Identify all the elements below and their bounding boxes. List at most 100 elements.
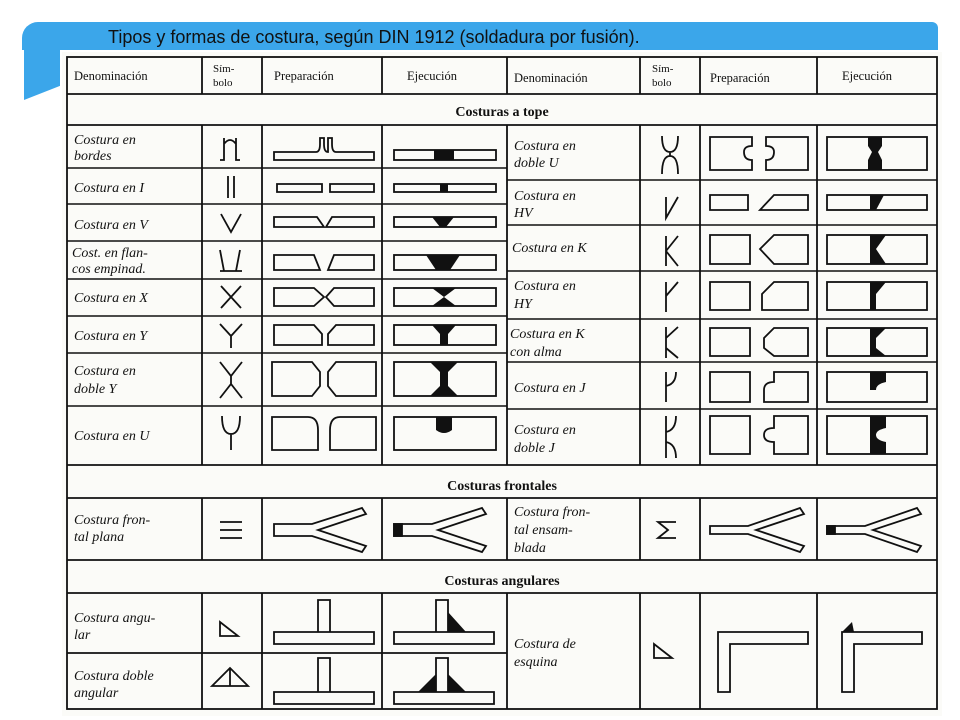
label-K-alma-2: con alma bbox=[510, 345, 562, 360]
label-angular-2: lar bbox=[74, 628, 91, 643]
slide-title-bar bbox=[22, 22, 938, 50]
label-doble-angular-1: Costura doble bbox=[74, 669, 154, 684]
steep-seam-icon bbox=[219, 249, 242, 272]
label-doble-Y-2: doble Y bbox=[74, 382, 119, 397]
tope-left-labels: Costura en bordes Costura en I Costura e… bbox=[72, 133, 150, 444]
double-u-seam-icon bbox=[661, 135, 679, 175]
tope-left-preparacion bbox=[271, 137, 377, 451]
label-doble-U-2: doble U bbox=[514, 156, 560, 171]
label-doble-J-2: doble J bbox=[514, 441, 556, 456]
label-costura-X: Costura en X bbox=[74, 291, 148, 306]
prep-double-fillet bbox=[273, 657, 375, 705]
k-seam-icon bbox=[665, 235, 679, 267]
prep-bordes bbox=[273, 137, 375, 161]
header-ejecucion-left: Ejecución bbox=[407, 69, 458, 83]
exec-double-fillet bbox=[393, 657, 495, 705]
slide-title: Tipos y formas de costura, según DIN 191… bbox=[108, 27, 640, 47]
angulares-drawings bbox=[273, 599, 923, 705]
tope-column-dividers bbox=[201, 57, 818, 465]
angulares-column-dividers bbox=[67, 593, 818, 709]
v-seam-icon bbox=[220, 213, 242, 234]
exec-fillet bbox=[393, 599, 495, 645]
label-flancos-2: cos empinad. bbox=[72, 262, 146, 277]
tope-right-labels: Costura en doble U Costura en HV Costura… bbox=[510, 139, 587, 456]
header-denominacion-right: Denominación bbox=[514, 71, 588, 85]
frontales-labels: Costura fron- tal plana Costura fron- ta… bbox=[74, 505, 590, 556]
prep-U bbox=[271, 416, 377, 451]
prep-doubleY bbox=[271, 361, 377, 397]
label-costura-Y: Costura en Y bbox=[74, 329, 149, 344]
frontales-column-dividers bbox=[201, 498, 818, 560]
header-simbolo-left-1: Sím- bbox=[213, 63, 235, 75]
x-seam-icon bbox=[220, 285, 242, 309]
prep-frontal-plana bbox=[273, 506, 368, 554]
flat-frontal-icon bbox=[220, 521, 242, 539]
label-costura-V: Costura en V bbox=[74, 218, 149, 233]
double-fillet-icon bbox=[209, 666, 251, 687]
k-alma-seam-icon bbox=[665, 326, 679, 359]
label-doble-Y-1: Costura en bbox=[74, 364, 136, 379]
tope-left-ejecucion bbox=[393, 149, 497, 451]
header-denominacion-left: Denominación bbox=[74, 69, 148, 83]
header-preparacion-right: Preparación bbox=[710, 71, 770, 85]
prep-HV bbox=[709, 194, 809, 211]
header-simbolo-right-2: bolo bbox=[652, 77, 672, 89]
label-frontal-ensamblada-1: Costura fron- bbox=[514, 505, 590, 520]
section-title-tope: Costuras a tope bbox=[455, 105, 548, 120]
fillet-icon bbox=[219, 620, 241, 637]
prep-X bbox=[273, 287, 375, 307]
label-costura-I: Costura en I bbox=[74, 181, 145, 196]
u-seam-icon bbox=[221, 415, 241, 450]
label-doble-J-1: Costura en bbox=[514, 423, 576, 438]
prep-corner bbox=[717, 631, 809, 693]
tope-right-ejecucion bbox=[826, 136, 928, 455]
tope-left-symbols bbox=[219, 138, 243, 450]
angulares-symbols bbox=[209, 620, 675, 687]
corner-icon bbox=[653, 642, 675, 659]
title-bar-accent bbox=[24, 36, 60, 100]
label-costura-U: Costura en U bbox=[74, 429, 150, 444]
prep-HY bbox=[709, 281, 809, 311]
prep-steep bbox=[273, 254, 375, 271]
frontales-symbols bbox=[220, 521, 676, 539]
prep-V bbox=[273, 216, 375, 228]
edge-seam-icon bbox=[220, 138, 240, 161]
label-costura-bordes-2: bordes bbox=[74, 149, 112, 164]
prep-doubleJ bbox=[709, 415, 809, 455]
angulares-weld-fill bbox=[418, 612, 854, 692]
j-seam-icon bbox=[665, 371, 677, 402]
frontales-drawings bbox=[273, 506, 923, 554]
prep-Y bbox=[273, 324, 375, 346]
tope-right-row-lines bbox=[507, 179, 937, 410]
label-HV-1: Costura en bbox=[514, 189, 576, 204]
prep-I bbox=[276, 183, 375, 193]
tope-right-preparacion bbox=[709, 136, 809, 455]
label-frontal-plana-2: tal plana bbox=[74, 530, 124, 545]
label-flancos-1: Cost. en flan- bbox=[72, 246, 148, 261]
double-j-seam-icon bbox=[665, 415, 677, 459]
double-y-seam-icon bbox=[219, 361, 243, 399]
hy-seam-icon bbox=[665, 281, 679, 312]
label-HV-2: HV bbox=[513, 206, 534, 221]
header-preparacion-left: Preparación bbox=[274, 69, 334, 83]
y-seam-icon bbox=[219, 323, 243, 348]
label-costura-K: Costura en K bbox=[512, 241, 587, 256]
header-simbolo-right-1: Sím- bbox=[652, 63, 674, 75]
prep-fillet bbox=[273, 599, 375, 645]
weld-seam-table: Denominación Sím- bolo Preparación Ejecu… bbox=[62, 52, 942, 716]
prep-J bbox=[709, 371, 809, 403]
label-frontal-ensamblada-3: blada bbox=[514, 541, 546, 556]
tope-right-symbols bbox=[661, 135, 679, 459]
angulares-labels: Costura angu- lar Costura doble angular … bbox=[74, 611, 576, 701]
table-drawing: Denominación Sím- bolo Preparación Ejecu… bbox=[66, 56, 938, 710]
label-costura-bordes-1: Costura en bbox=[74, 133, 136, 148]
prep-Kalma bbox=[709, 327, 809, 357]
label-HY-2: HY bbox=[513, 297, 534, 312]
header-ejecucion-right: Ejecución bbox=[842, 69, 893, 83]
table-frame bbox=[66, 56, 938, 710]
section-title-frontales: Costuras frontales bbox=[447, 479, 557, 494]
prep-K bbox=[709, 234, 809, 265]
label-esquina-2: esquina bbox=[514, 655, 558, 670]
label-HY-1: Costura en bbox=[514, 279, 576, 294]
label-K-alma-1: Costura en K bbox=[510, 327, 585, 342]
